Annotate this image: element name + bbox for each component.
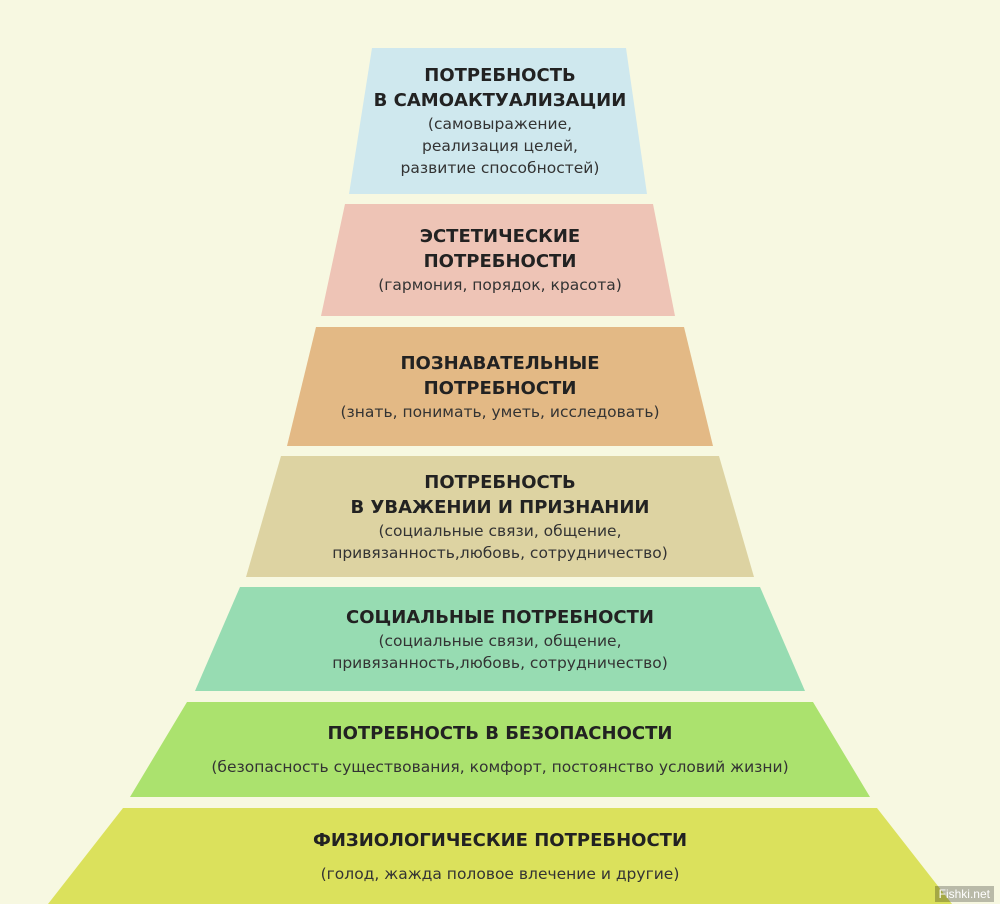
tier-description: (гармония, порядок, красота) [378,276,622,294]
tier-title: ПОТРЕБНОСТЬ В САМОАКТУАЛИЗАЦИИ [373,65,627,111]
tier-title: ФИЗИОЛОГИЧЕСКИЕ ПОТРЕБНОСТИ [312,829,688,851]
tier-description: (социальные связи, общение, привязанност… [332,631,668,672]
tier-safety: ПОТРЕБНОСТЬ В БЕЗОПАСНОСТИ (безопасность… [140,702,860,797]
tier-title: ПОЗНАВАТЕЛЬНЫЕ ПОТРЕБНОСТИ [400,352,600,399]
tier-title: ПОТРЕБНОСТЬ В БЕЗОПАСНОСТИ [327,723,673,744]
tier-description: (голод, жажда половое влечение и другие) [320,864,680,883]
tier-shape-esteem [246,456,754,577]
tier-description: (безопасность существования, комфорт, по… [211,758,789,776]
tier-shape-cognitive [287,327,713,446]
watermark: Fishki.net [934,886,994,902]
tier-aesthetic: ЭСТЕТИЧЕСКИЕ ПОТРЕБНОСТИ (гармония, поря… [320,204,680,316]
tier-description: (самовыражение, реализация целей, развит… [400,115,600,177]
tier-esteem: ПОТРЕБНОСТЬ В УВАЖЕНИИ И ПРИЗНАНИИ (соци… [250,456,750,577]
tier-title: ПОТРЕБНОСТЬ В УВАЖЕНИИ И ПРИЗНАНИИ [350,471,650,518]
tier-shape-physiological [48,808,952,904]
tier-cognitive: ПОЗНАВАТЕЛЬНЫЕ ПОТРЕБНОСТИ (знать, поним… [290,327,710,446]
tier-title: СОЦИАЛЬНЫЕ ПОТРЕБНОСТИ [346,606,654,628]
tier-description: (знать, понимать, уметь, исследовать) [340,402,660,421]
tier-social: СОЦИАЛЬНЫЕ ПОТРЕБНОСТИ (социальные связи… [200,587,800,691]
tier-shape-self-actualization [349,48,647,194]
tier-shape-social [195,587,805,691]
tier-shape-safety [130,702,870,797]
tier-shape-aesthetic [321,204,675,316]
tier-self-actualization: ПОТРЕБНОСТЬ В САМОАКТУАЛИЗАЦИИ (самовыра… [350,48,650,194]
tier-physiological: ФИЗИОЛОГИЧЕСКИЕ ПОТРЕБНОСТИ (голод, жажд… [100,808,900,904]
tier-description: (социальные связи, общение, привязанност… [332,521,668,562]
tier-title: ЭСТЕТИЧЕСКИЕ ПОТРЕБНОСТИ [419,226,581,272]
